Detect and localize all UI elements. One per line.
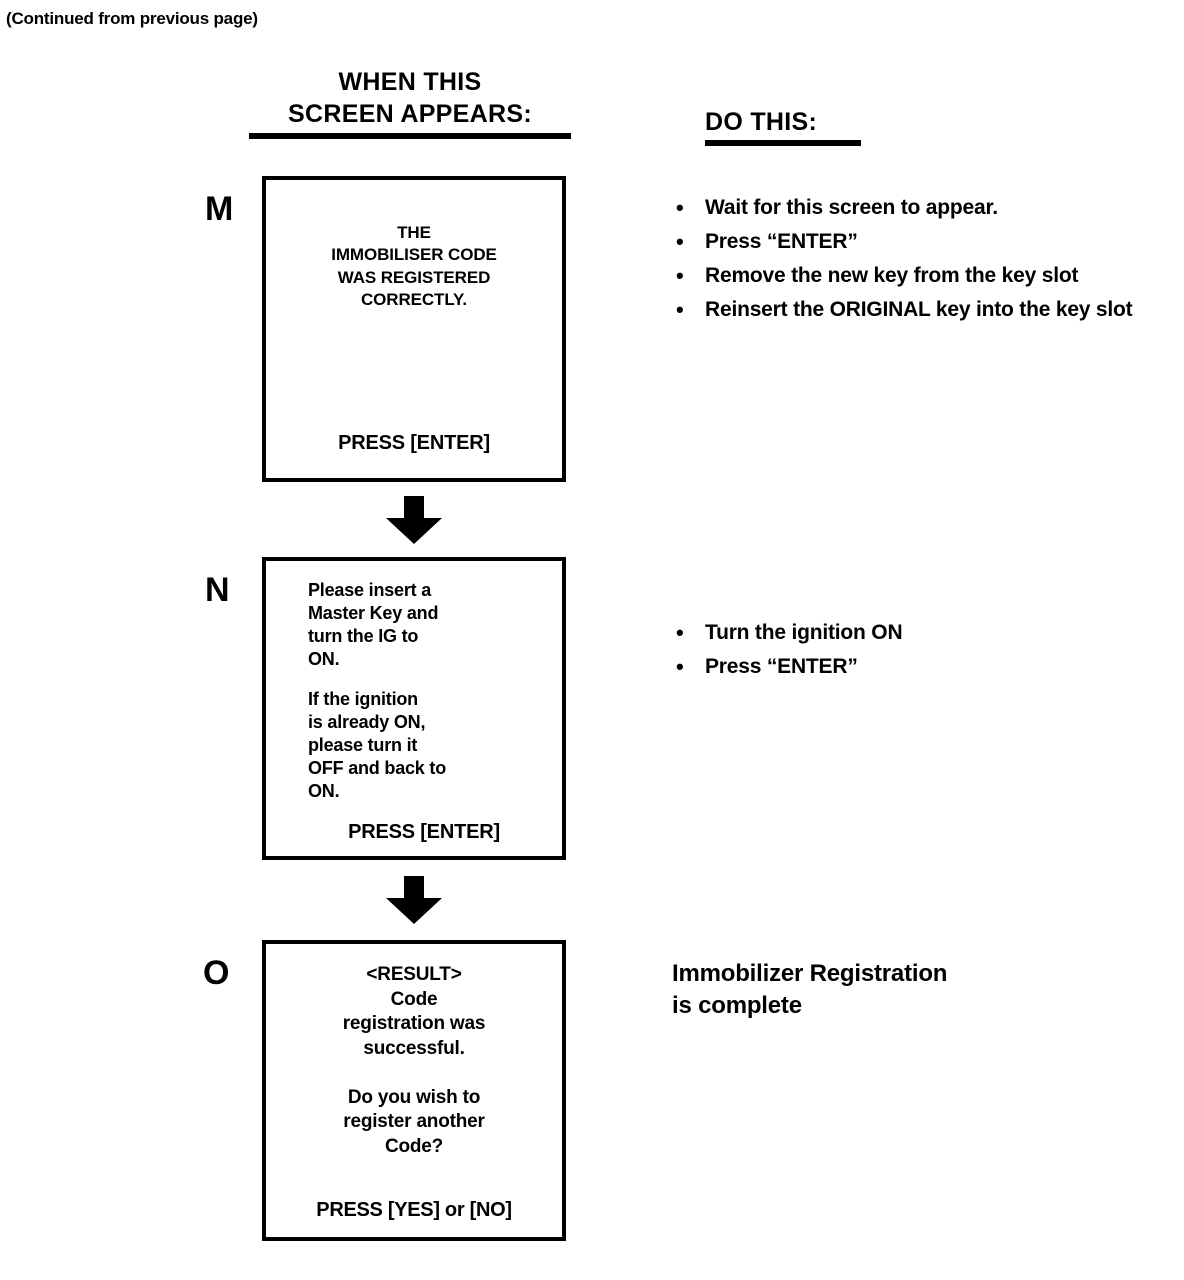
screen-box-m: THE IMMOBILISER CODE WAS REGISTERED CORR…: [262, 176, 566, 482]
screen-n-line-7: please turn it: [308, 735, 418, 756]
screen-o-line-7: Code?: [384, 1136, 444, 1158]
screen-n-line-6: is already ON,: [308, 712, 426, 733]
screen-o-line-1: <RESULT>: [366, 964, 462, 985]
instruction-item: Press “ENTER”: [672, 227, 1172, 256]
screen-m-line-1: THE: [397, 223, 431, 242]
heading-left-line2: SCREEN APPEARS:: [288, 100, 532, 128]
column-heading-when-this-screen-appears: WHEN THIS SCREEN APPEARS:: [240, 66, 580, 139]
arrow-down-icon: [386, 876, 442, 924]
screen-o-paragraph-gap: [266, 1062, 562, 1086]
screen-o-line-3: registration was: [342, 1013, 486, 1035]
screen-box-n: Please insert a Master Key and turn the …: [262, 557, 566, 860]
heading-right-underline: [705, 140, 861, 146]
instruction-item: Wait for this screen to appear.: [672, 193, 1172, 222]
screen-n-line-1: Please insert a: [308, 580, 432, 600]
screen-n-paragraph-gap: [308, 671, 552, 688]
step-letter-n: N: [205, 571, 230, 609]
screen-n-line-4: ON.: [308, 649, 340, 670]
screen-n-line-3: turn the IG to: [308, 626, 419, 647]
screen-box-o: <RESULT> Code registration was successfu…: [262, 940, 566, 1241]
screen-m-message: THE IMMOBILISER CODE WAS REGISTERED CORR…: [266, 222, 562, 312]
screen-n-line-9: ON.: [308, 781, 340, 802]
instruction-list-n: Turn the ignition ON Press “ENTER”: [672, 618, 1112, 687]
result-note-line1: Immobilizer Registration: [672, 960, 948, 987]
screen-m-line-2: IMMOBILISER CODE: [331, 245, 497, 265]
screen-m-footer-prompt: PRESS [ENTER]: [338, 432, 490, 454]
instruction-item: Turn the ignition ON: [672, 618, 1112, 647]
heading-right-label: DO THIS:: [705, 108, 818, 136]
step-letter-o: O: [203, 954, 230, 992]
screen-m-line-4: CORRECTLY.: [360, 290, 468, 310]
screen-o-line-4: successful.: [363, 1038, 465, 1060]
screen-o-line-6: register another: [343, 1111, 485, 1133]
screen-n-line-8: OFF and back to: [308, 758, 447, 779]
step-letter-m: M: [205, 190, 234, 228]
instruction-item: Remove the new key from the key slot: [672, 261, 1172, 290]
continued-from-previous-page-note: (Continued from previous page): [6, 9, 258, 28]
instruction-list-m: Wait for this screen to appear. Press “E…: [672, 193, 1172, 330]
column-heading-do-this: DO THIS:: [705, 108, 861, 146]
screen-n-line-2: Master Key and: [308, 603, 439, 624]
screen-n-message: Please insert a Master Key and turn the …: [308, 579, 552, 803]
instruction-item: Press “ENTER”: [672, 652, 1112, 681]
heading-left-underline: [249, 133, 571, 139]
result-note-line2: is complete: [672, 991, 802, 1019]
screen-o-message: <RESULT> Code registration was successfu…: [266, 963, 562, 1160]
screen-n-footer-prompt: PRESS [ENTER]: [348, 821, 500, 843]
result-note-immobilizer-complete: Immobilizer Registration is complete: [672, 958, 1102, 1022]
instruction-item: Reinsert the ORIGINAL key into the key s…: [672, 295, 1172, 324]
screen-o-line-2: Code: [390, 988, 438, 1010]
screen-n-line-5: If the ignition: [308, 689, 418, 710]
screen-m-line-3: WAS REGISTERED: [337, 267, 491, 287]
screen-o-line-5: Do you wish to: [347, 1086, 481, 1108]
heading-left-line1: WHEN THIS: [338, 68, 482, 96]
arrow-down-icon: [386, 496, 442, 544]
screen-o-footer-prompt: PRESS [YES] or [NO]: [316, 1199, 512, 1221]
